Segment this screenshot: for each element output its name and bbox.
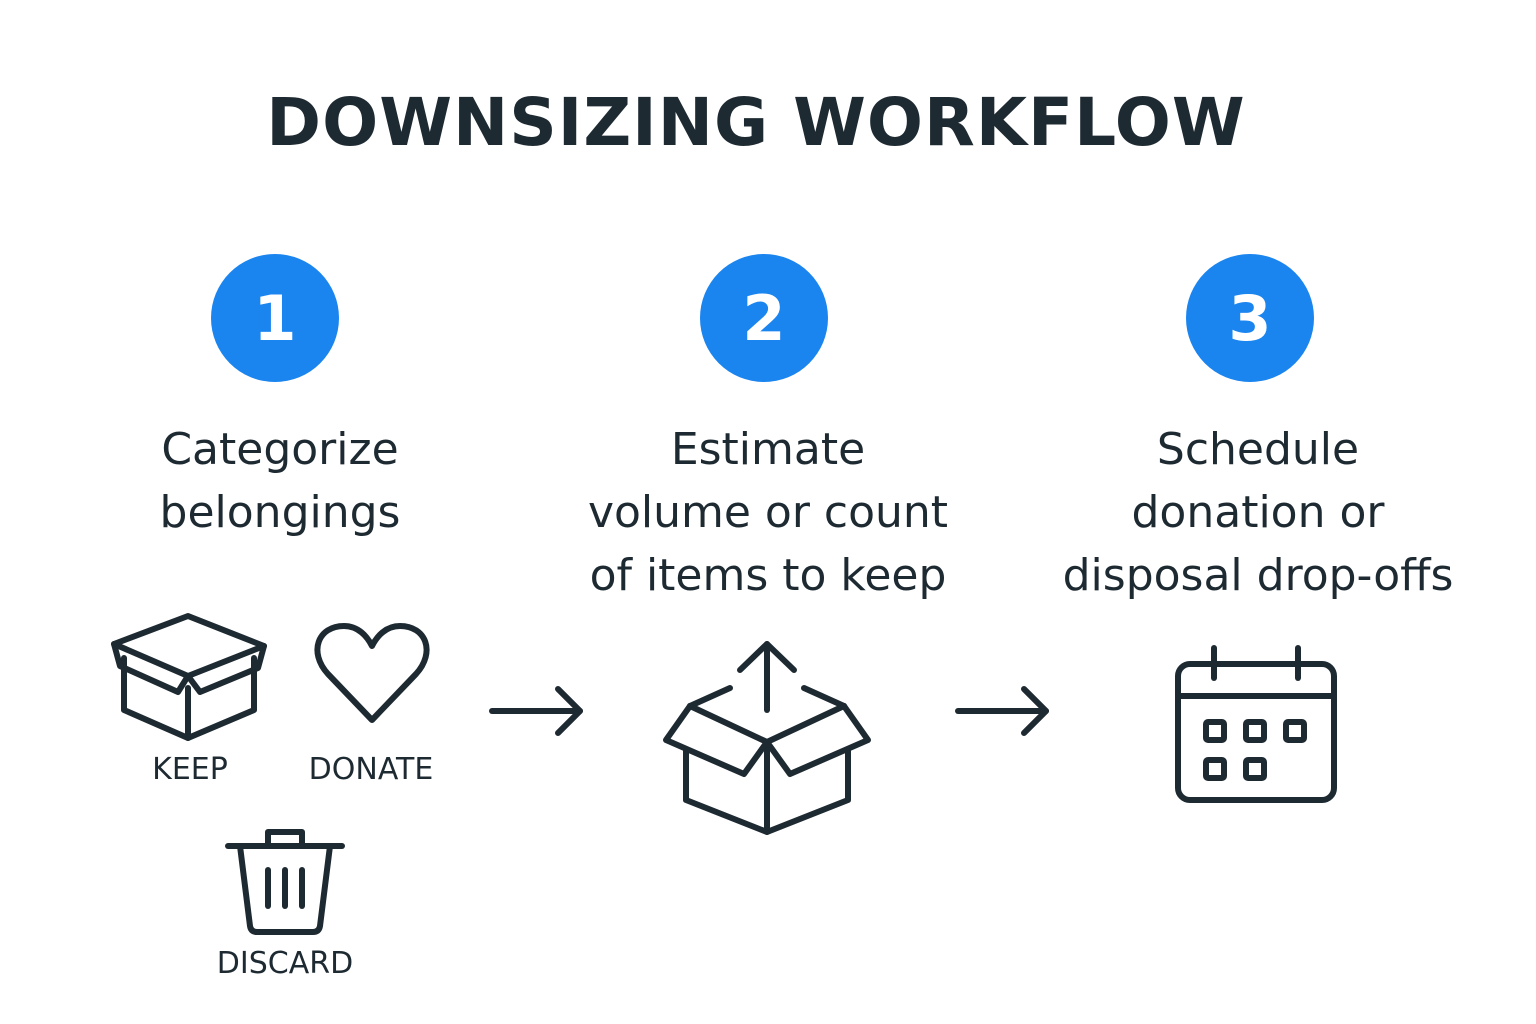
heart-icon (314, 622, 430, 726)
box-icon (108, 610, 270, 744)
step-1-description: Categorize belongings (90, 418, 470, 544)
open-box-arrow-icon (660, 636, 874, 838)
step-2-description: Estimate volume or count of items to kee… (558, 418, 978, 607)
step-1-number-badge: 1 (211, 254, 339, 382)
page-title: DOWNSIZING WORKFLOW (266, 84, 1246, 161)
step-2-number-badge: 2 (700, 254, 828, 382)
step-1-line-1: Categorize (161, 424, 399, 475)
trash-icon (224, 828, 346, 936)
step-3-description: Schedule donation or disposal drop-offs (1048, 418, 1468, 607)
keep-label: KEEP (152, 752, 228, 787)
arrow-right-icon (954, 684, 1052, 738)
step-3-number-badge: 3 (1186, 254, 1314, 382)
step-3-line-2: donation or (1131, 487, 1385, 538)
arrow-right-icon (488, 684, 586, 738)
donate-label: DONATE (308, 752, 434, 787)
step-2-line-1: Estimate (670, 424, 866, 475)
step-1-line-2: belongings (159, 487, 401, 538)
step-3-line-3: disposal drop-offs (1062, 550, 1454, 601)
discard-label: DISCARD (216, 946, 354, 981)
step-3-line-1: Schedule (1156, 424, 1360, 475)
calendar-icon (1172, 644, 1340, 806)
step-2-line-3: of items to keep (589, 550, 947, 601)
step-2-line-2: volume or count (587, 487, 949, 538)
